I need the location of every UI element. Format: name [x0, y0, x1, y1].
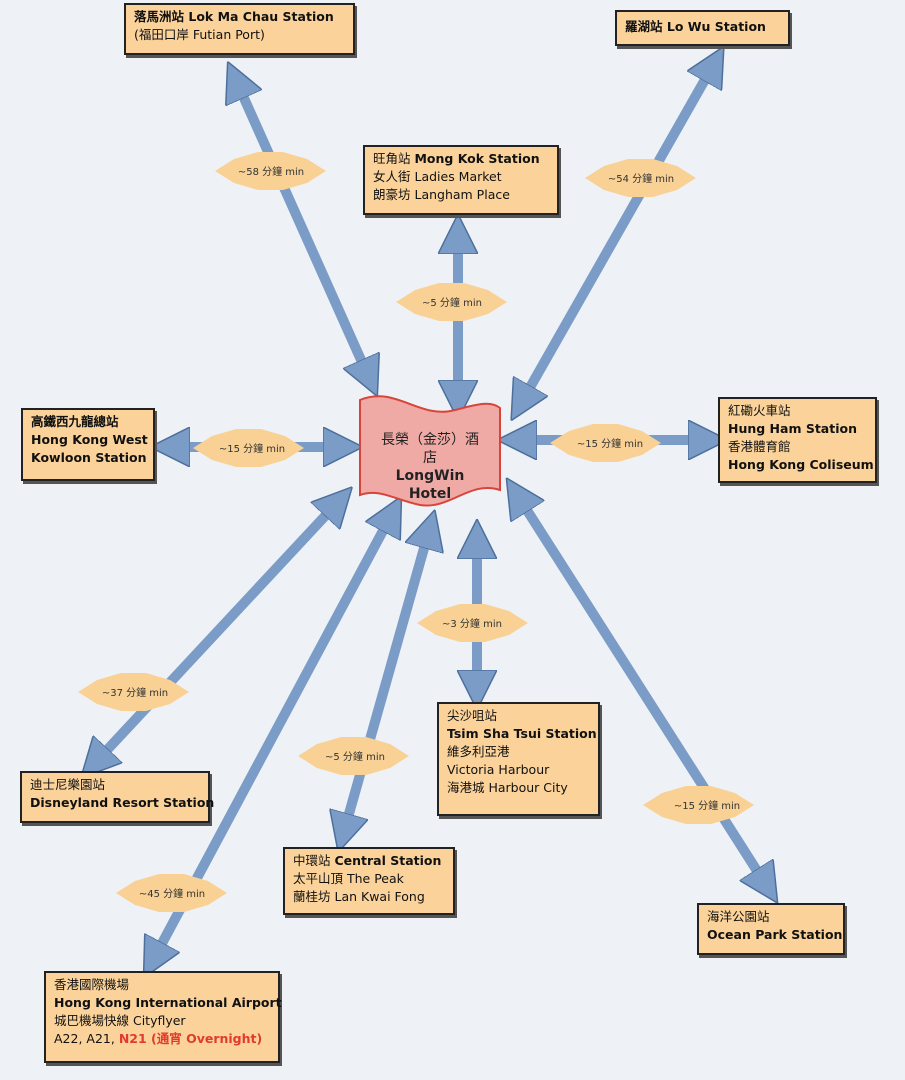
- lok-ma-chau-line1: 落馬洲站 Lok Ma Chau Station: [134, 9, 334, 24]
- arrow-lo-wu: [520, 62, 715, 405]
- hotel-label: 長榮（金莎）酒店 LongWin Hotel: [375, 431, 485, 503]
- badge-lo-wu: ~54 分鐘 min: [585, 159, 696, 197]
- hk-west-line1: 高鐵西九龍總站: [31, 414, 119, 429]
- hung-ham-line2: Hung Ham Station: [728, 421, 857, 436]
- central-line2: 太平山頂 The Peak: [293, 871, 404, 886]
- airport-line4-overnight: N21 (通宵 Overnight): [118, 1031, 263, 1046]
- hk-west-line2: Hong Kong West: [31, 432, 148, 447]
- badge-tsim-sha-tsui: ~3 分鐘 min: [417, 604, 528, 642]
- ocean-park-line2: Ocean Park Station: [707, 927, 843, 942]
- svg-text:~54 分鐘 min: ~54 分鐘 min: [608, 172, 674, 185]
- box-disneyland: 迪士尼樂園站 Disneyland Resort Station: [20, 771, 215, 823]
- hotel-name-zh: 長榮（金莎）酒店: [381, 432, 479, 466]
- hung-ham-line4: Hong Kong Coliseum: [728, 457, 874, 472]
- badge-mong-kok: ~5 分鐘 min: [396, 283, 507, 321]
- tst-line4: Victoria Harbour: [447, 762, 550, 777]
- airport-line2: Hong Kong International Airport: [54, 995, 282, 1010]
- time-badges: ~58 分鐘 min ~54 分鐘 min ~5 分鐘 min ~15 分鐘 m…: [78, 152, 754, 912]
- svg-text:~15 分鐘 min: ~15 分鐘 min: [674, 799, 740, 812]
- box-central: 中環站 Central Station 太平山頂 The Peak 蘭桂坊 La…: [283, 847, 455, 915]
- box-ocean-park: 海洋公園站 Ocean Park Station: [697, 903, 845, 955]
- hk-west-line3: Kowloon Station: [31, 450, 147, 465]
- box-hk-west-kowloon: 高鐵西九龍總站 Hong Kong West Kowloon Station: [21, 408, 155, 481]
- mong-kok-line2: 女人街 Ladies Market: [373, 169, 502, 184]
- badge-disneyland: ~37 分鐘 min: [78, 673, 189, 711]
- arrow-ocean-park: [516, 493, 768, 888]
- svg-text:~15 分鐘 min: ~15 分鐘 min: [577, 437, 643, 450]
- lo-wu-line1: 羅湖站 Lo Wu Station: [625, 19, 766, 34]
- box-lok-ma-chau: 落馬洲站 Lok Ma Chau Station (福田口岸 Futian Po…: [124, 3, 355, 55]
- box-tsim-sha-tsui: 尖沙咀站 Tsim Sha Tsui Station 維多利亞港 Victori…: [437, 702, 600, 816]
- hung-ham-line3: 香港體育館: [728, 439, 791, 454]
- tst-line5: 海港城 Harbour City: [447, 780, 568, 795]
- disneyland-line2: Disneyland Resort Station: [30, 795, 215, 810]
- badge-central: ~5 分鐘 min: [298, 737, 409, 775]
- badge-ocean-park: ~15 分鐘 min: [643, 786, 754, 824]
- svg-text:~45 分鐘 min: ~45 分鐘 min: [139, 887, 205, 900]
- svg-text:~3 分鐘 min: ~3 分鐘 min: [442, 617, 502, 630]
- svg-text:~37 分鐘 min: ~37 分鐘 min: [102, 686, 168, 699]
- svg-text:~5 分鐘 min: ~5 分鐘 min: [422, 296, 482, 309]
- tst-line3: 維多利亞港: [447, 744, 510, 759]
- hotel-name-en: LongWin Hotel: [395, 468, 465, 502]
- hotel-flag: [359, 395, 501, 507]
- hung-ham-line1: 紅磡火車站: [728, 403, 791, 418]
- lok-ma-chau-line2: (福田口岸 Futian Port): [134, 27, 265, 42]
- tst-line2: Tsim Sha Tsui Station: [447, 726, 597, 741]
- mong-kok-line1-zh: 旺角站: [373, 151, 415, 166]
- arrow-disneyland: [93, 500, 340, 765]
- badge-lok-ma-chau: ~58 分鐘 min: [215, 152, 326, 190]
- mong-kok-line3: 朗豪坊 Langham Place: [373, 187, 510, 202]
- badge-airport: ~45 分鐘 min: [116, 874, 227, 912]
- badge-hung-ham: ~15 分鐘 min: [550, 424, 661, 462]
- svg-text:~58 分鐘 min: ~58 分鐘 min: [238, 165, 304, 178]
- box-lo-wu: 羅湖站 Lo Wu Station: [615, 10, 790, 46]
- airport-line1: 香港國際機場: [54, 977, 130, 992]
- ocean-park-line1: 海洋公園站: [707, 909, 770, 924]
- box-hung-ham: 紅磡火車站 Hung Ham Station 香港體育館 Hong Kong C…: [718, 397, 877, 483]
- tst-line1: 尖沙咀站: [447, 708, 498, 723]
- mong-kok-line1-en: Mong Kok Station: [414, 151, 540, 166]
- airport-line3: 城巴機場快線 Cityflyer: [54, 1013, 186, 1028]
- box-airport: 香港國際機場 Hong Kong International Airport 城…: [44, 971, 282, 1063]
- svg-text:~5 分鐘 min: ~5 分鐘 min: [325, 750, 385, 763]
- badge-hk-west-kowloon: ~15 分鐘 min: [193, 429, 304, 467]
- central-line3: 蘭桂坊 Lan Kwai Fong: [293, 889, 425, 904]
- central-line1-zh: 中環站: [293, 853, 335, 868]
- box-mong-kok: 旺角站 Mong Kok Station 女人街 Ladies Market 朗…: [363, 145, 559, 215]
- svg-text:~15 分鐘 min: ~15 分鐘 min: [219, 442, 285, 455]
- central-line1-en: Central Station: [334, 853, 442, 868]
- airport-line4-prefix: A22, A21,: [54, 1031, 119, 1046]
- arrow-lok-ma-chau: [235, 78, 370, 380]
- disneyland-line1: 迪士尼樂園站: [30, 777, 106, 792]
